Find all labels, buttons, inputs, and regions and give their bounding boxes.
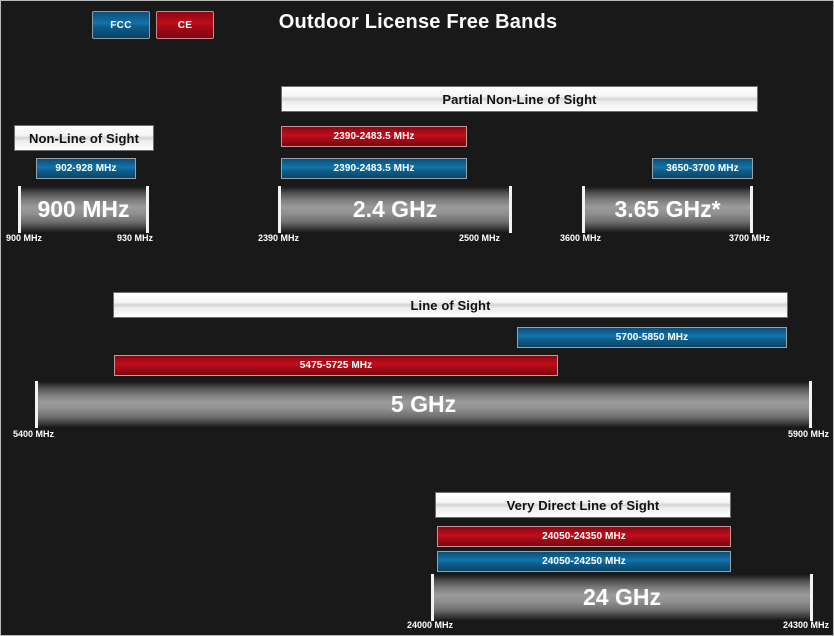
range-bar-fcc-24050-24250-label: 24050-24250 MHz [542, 556, 626, 567]
range-bar-ce-5475-5725[interactable]: 5475-5725 MHz [114, 355, 558, 376]
tick-label-3650mhz-max: 3700 MHz [729, 233, 771, 243]
spectrum-scale-3650mhz-label: 3.65 GHz* [614, 196, 721, 222]
legend-key-fcc-label: FCC [110, 19, 132, 31]
range-bar-fcc-5700-5850-label: 5700-5850 MHz [615, 332, 689, 343]
spectrum-scale-24ghz-bar: 24 GHz [431, 574, 813, 621]
range-bar-fcc-2390-2483[interactable]: 2390-2483.5 MHz [281, 158, 467, 179]
tick-label-2400mhz-min: 2390 MHz [258, 233, 300, 243]
category-header-non-line-of-sight: Non-Line of Sight [14, 125, 154, 151]
tick-label-2400mhz-max: 2500 MHz [459, 233, 501, 243]
page-title: Outdoor License Free Bands [278, 11, 558, 33]
scale-end-cap-left-icon [278, 186, 281, 233]
spectrum-scale-5ghz-bar: 5 GHz [35, 381, 812, 428]
scale-end-cap-right-icon [809, 381, 812, 428]
category-header-non-line-of-sight-label: Non-Line of Sight [28, 130, 139, 146]
spectrum-scale-5ghz: 5 GHz [35, 381, 812, 432]
tick-label-900mhz-max: 930 MHz [117, 233, 154, 243]
range-bar-ce-2390-2483[interactable]: 2390-2483.5 MHz [281, 126, 467, 147]
scale-end-cap-right-icon [810, 574, 813, 621]
scale-end-cap-right-icon [509, 186, 512, 233]
scale-end-cap-left-icon [18, 186, 21, 233]
spectrum-scale-2400mhz-bar: 2.4 GHz [278, 186, 512, 233]
spectrum-scale-5ghz-label: 5 GHz [390, 391, 457, 417]
range-bar-fcc-3650-3700-label: 3650-3700 MHz [666, 163, 739, 174]
scale-end-cap-right-icon [146, 186, 149, 233]
scale-end-cap-left-icon [582, 186, 585, 233]
tick-label-24ghz-min: 24000 MHz [407, 620, 454, 630]
category-header-very-direct-line-of-sight-label: Very Direct Line of Sight [506, 497, 660, 513]
range-bar-fcc-3650-3700[interactable]: 3650-3700 MHz [652, 158, 753, 179]
range-bar-fcc-902-928[interactable]: 902-928 MHz [36, 158, 136, 179]
tick-label-24ghz-max: 24300 MHz [783, 620, 830, 630]
range-bar-fcc-5700-5850[interactable]: 5700-5850 MHz [517, 327, 787, 348]
tick-label-5ghz-max: 5900 MHz [788, 429, 830, 439]
range-bar-fcc-24050-24250[interactable]: 24050-24250 MHz [437, 551, 731, 572]
category-header-partial-non-line-of-sight: Partial Non-Line of Sight [281, 86, 758, 112]
spectrum-scale-24ghz: 24 GHz [431, 574, 813, 625]
tick-label-5ghz-min: 5400 MHz [13, 429, 55, 439]
range-bar-fcc-902-928-label: 902-928 MHz [55, 163, 117, 174]
range-bar-ce-2390-2483-label: 2390-2483.5 MHz [333, 131, 415, 142]
category-header-line-of-sight: Line of Sight [113, 292, 788, 318]
range-bar-ce-5475-5725-label: 5475-5725 MHz [299, 360, 373, 371]
scale-end-cap-right-icon [750, 186, 753, 233]
scale-end-cap-left-icon [35, 381, 38, 428]
legend-key-ce[interactable]: CE [156, 11, 214, 39]
scale-end-cap-left-icon [431, 574, 434, 621]
spectrum-scale-900mhz: 900 MHz [18, 186, 149, 237]
category-header-line-of-sight-label: Line of Sight [410, 297, 491, 313]
spectrum-scale-3650mhz-bar: 3.65 GHz* [582, 186, 753, 233]
spectrum-scale-3650mhz: 3.65 GHz* [582, 186, 753, 237]
range-bar-fcc-2390-2483-label: 2390-2483.5 MHz [333, 163, 415, 174]
spectrum-scale-24ghz-label: 24 GHz [583, 584, 661, 610]
category-header-very-direct-line-of-sight: Very Direct Line of Sight [435, 492, 731, 518]
range-bar-ce-24050-24350[interactable]: 24050-24350 MHz [437, 526, 731, 547]
spectrum-scale-2400mhz-label: 2.4 GHz [352, 196, 438, 222]
tick-label-3650mhz-min: 3600 MHz [560, 233, 602, 243]
category-header-partial-non-line-of-sight-label: Partial Non-Line of Sight [442, 91, 597, 107]
tick-label-900mhz-min: 900 MHz [6, 233, 43, 243]
legend-key-ce-label: CE [177, 19, 193, 31]
spectrum-scale-900mhz-bar: 900 MHz [18, 186, 149, 233]
spectrum-scale-2400mhz: 2.4 GHz [278, 186, 512, 237]
legend-key-fcc[interactable]: FCC [92, 11, 150, 39]
spectrum-scale-900mhz-label: 900 MHz [37, 196, 130, 222]
range-bar-ce-24050-24350-label: 24050-24350 MHz [542, 531, 626, 542]
